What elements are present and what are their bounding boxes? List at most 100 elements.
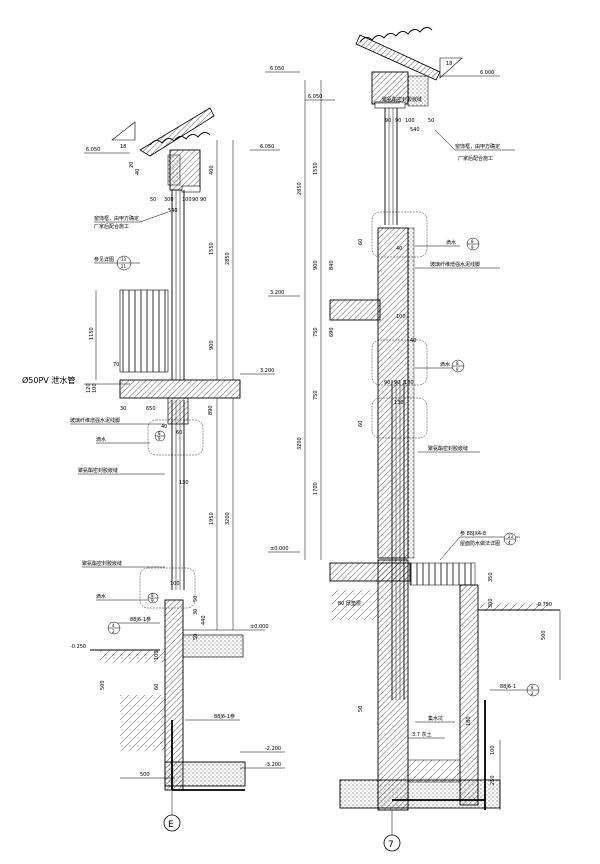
dim-60-left: 60 (176, 430, 182, 436)
roof-slope-left: 18 (120, 144, 126, 150)
width-540: 540 (168, 208, 178, 214)
section-right: 18 6.050 6.000 6.050 2850 1550 聚氨酯密封胶嵌缝 … (265, 27, 561, 852)
frame-top-100: 100 (405, 118, 415, 124)
elev-2200-left: -2.200 (265, 746, 281, 752)
note-drip-left: 滴水 (96, 436, 106, 443)
floor-slab-left (119, 379, 241, 399)
elev-0750-right: -0.750 (536, 602, 552, 608)
dim-40b-right: 40 (410, 338, 416, 344)
dim-500-left: 500 (100, 680, 106, 690)
frame-mid-90a: 90 (384, 380, 390, 386)
note-ref-railing: 参见详图 (94, 256, 114, 263)
dim-1700-right: 1700 (313, 482, 319, 495)
dim-750-right: 750 (313, 327, 319, 337)
gutter-300: 300 (164, 197, 174, 203)
dim-900: 900 (209, 340, 215, 350)
gutter-50: 50 (150, 197, 156, 203)
roof-tiles-right (355, 27, 441, 81)
bubble-l3-bot: 9 (151, 598, 154, 603)
dim-540-right: 540 (410, 127, 420, 133)
frame-top-90b: 90 (395, 118, 401, 124)
main-wall-right (377, 227, 409, 559)
dim-180-right: 180 (466, 716, 472, 726)
note-seal-mid-right: 聚氨酯密封胶嵌缝 (428, 445, 468, 452)
dim-60-right: 60 (358, 239, 364, 245)
elev-000-right: ±0.000 (270, 546, 289, 552)
bubble-r3-bot: 4 (508, 540, 511, 545)
note-ref2-right: 屋面防水做法详图 (460, 540, 500, 547)
ref-88j-left: 88J6-1参 (130, 616, 151, 623)
dim-750b-right: 750 (313, 390, 319, 400)
dim-500-right: 500 (541, 630, 547, 640)
dim-1550: 1550 (209, 242, 215, 255)
dim-30-left: 30 (193, 609, 199, 615)
roof-tiles-left (139, 107, 215, 157)
dim-20: 20 (129, 162, 135, 168)
window-column-left (171, 190, 185, 590)
dim-100-right: 100 (396, 314, 406, 320)
eave-block-right (371, 71, 409, 105)
dim-400: 400 (209, 165, 215, 175)
dim-690-right: 690 (329, 327, 335, 337)
dim-40-right: 40 (396, 246, 402, 252)
note-drip-right: 滴水 (446, 239, 456, 246)
bubble-r4-top: 8 (531, 685, 534, 690)
note-seal-left: 聚氨酯密封胶嵌缝 (78, 467, 118, 474)
axis-label-left: E (168, 820, 174, 830)
dim-50-a: 50 (193, 596, 199, 602)
rail-120: 120 (86, 383, 92, 393)
dim-3200-left: 3200 (225, 512, 231, 525)
note-seal2-left: 聚氨酯密封胶嵌缝 (82, 560, 122, 567)
dim-2850-right: 2850 (297, 182, 303, 195)
bubble-l3-top: 8 (151, 593, 154, 598)
bubble-r2-bot: 9 (456, 367, 459, 372)
dim-350-right: 350 (488, 572, 494, 582)
dim-3200-right: 3200 (297, 437, 303, 450)
note-fill-right: 3:7 灰土 (412, 731, 432, 738)
frame-top-90a: 90 (385, 118, 391, 124)
bubble-l2-top: 8 (158, 431, 161, 436)
elev-000-left: ±0.000 (250, 624, 269, 630)
frame-mid-100: 100 (404, 380, 414, 386)
bubble-l1-bot: 21 (121, 264, 127, 269)
elev-6050b-right: 6.050 (308, 94, 322, 100)
rail-70: 70 (113, 362, 119, 368)
elev-6050-left-r: 6.050 (260, 144, 274, 150)
floor-slab-right (329, 299, 381, 321)
elev-6050-left: 6.050 (86, 147, 100, 153)
bubble-r3-top: 23 (508, 534, 514, 539)
dim-100-lower: 100 (170, 581, 180, 587)
dim-1950: 1950 (209, 512, 215, 525)
bubble-r1-top: 8 (471, 239, 474, 244)
note-foam-right: 玻璃纤维增强水泥线脚 (430, 261, 480, 268)
note-pipe: Ø50PV 泄水管 (22, 375, 75, 385)
note-drip2-right: 滴水 (440, 361, 450, 368)
elev-3200b-left: -3.200 (265, 762, 281, 768)
ref-88j-right: 88J6-1 (500, 684, 516, 690)
note-supplier-right: 窗饰框，由甲方确定 (455, 143, 500, 150)
note-foam-left: 玻璃纤维增强水泥线脚 (70, 417, 120, 424)
dim-440-left: 440 (201, 615, 207, 625)
dim-100-c-left: 100 (154, 650, 160, 660)
dim-50b-right: 50 (358, 706, 364, 712)
note-80-right: 80 厚垫层 (338, 600, 361, 607)
roof-slope-right: 18 (446, 61, 452, 67)
rail-1150: 1150 (89, 327, 95, 340)
dim-50-right: 50 (428, 118, 434, 124)
dim-2850: 2850 (225, 252, 231, 265)
elev-3200-right: 3.200 (270, 290, 284, 296)
elev-6050-right: 6.050 (270, 66, 284, 72)
frame-mid-90b: 90 (394, 380, 400, 386)
axis-label-right: 7 (388, 840, 394, 850)
dim-1550-right: 1550 (313, 162, 319, 175)
dim-100b-right: 100 (490, 745, 496, 755)
bubble-l4-bot: 2 (112, 629, 115, 634)
slab-30: 30 (120, 406, 126, 412)
ref-88j-b-left: 88J6-1参 (214, 713, 235, 720)
dim-900-right: 900 (313, 260, 319, 270)
frame-90b: 90 (200, 197, 206, 203)
note-sump-right: 集水坑 (428, 715, 443, 722)
elev-3200-left: 3.200 (260, 368, 274, 374)
dim-130-left: 130 (179, 480, 189, 486)
dim-60b-right: 60 (358, 421, 364, 427)
